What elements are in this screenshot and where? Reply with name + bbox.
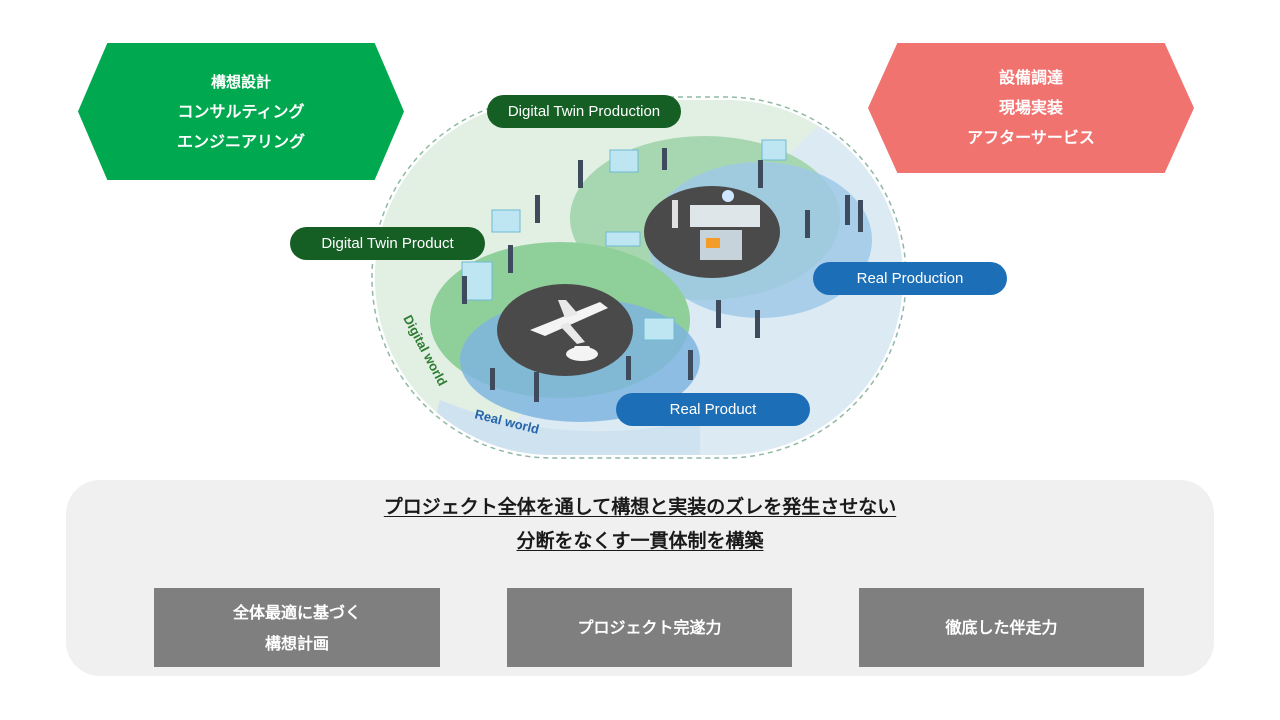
strength-box: プロジェクト完遂力 — [507, 588, 792, 667]
hexagon-line: エンジニアリング — [176, 131, 305, 151]
hexagon-line: コンサルティング — [177, 101, 305, 121]
people-figures — [462, 148, 863, 402]
panel-headline-line: プロジェクト全体を通して構想と実装のズレを発生させない — [0, 492, 1280, 519]
implementation-hexagon: 設備調達 現場実装 アフターサービス — [868, 43, 1194, 173]
strength-box: 徹底した伴走力 — [859, 588, 1144, 667]
hexagon-line: アフターサービス — [967, 128, 1095, 147]
airplane-model — [530, 300, 608, 344]
real-product-label: Real Product — [616, 393, 810, 426]
hexagon-line: 構想設計 — [210, 72, 271, 91]
strength-box-line: 徹底した伴走力 — [945, 618, 1058, 637]
digital-twin-production-label: Digital Twin Production — [487, 95, 681, 128]
panel-headline-line: 分断をなくす一貫体制を構築 — [0, 526, 1280, 553]
digital-twin-product-label: Digital Twin Product — [290, 227, 485, 260]
strength-box-line: 全体最適に基づく — [232, 602, 361, 622]
factory-machinery — [672, 190, 760, 260]
strength-box: 全体最適に基づく 構想計画 — [154, 588, 440, 667]
hexagon-line: 設備調達 — [998, 68, 1063, 87]
headline-text: 分断をなくす一貫体制を構築 — [516, 530, 764, 552]
world-boundary — [371, 96, 907, 459]
hexagon-line: 現場実装 — [998, 98, 1063, 117]
consulting-hexagon: 構想設計 コンサルティング エンジニアリング — [78, 43, 404, 180]
real-production-label: Real Production — [813, 262, 1007, 295]
car-model — [566, 346, 598, 361]
strength-box-line: プロジェクト完遂力 — [577, 618, 722, 637]
strength-box-line: 構想計画 — [264, 633, 329, 653]
headline-text: プロジェクト全体を通して構想と実装のズレを発生させない — [383, 496, 897, 518]
